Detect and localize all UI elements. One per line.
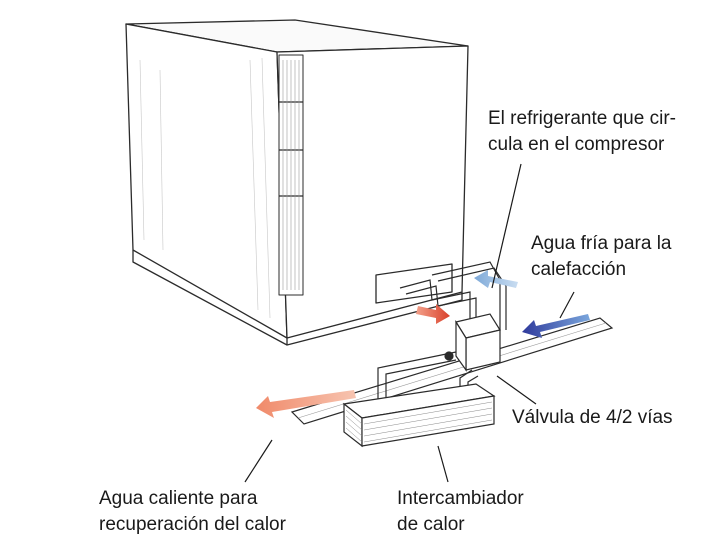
leader-valve	[496, 375, 537, 405]
compressor-outlet-arrow	[416, 304, 450, 324]
heat-exchanger-label-line-1: Intercambiador	[397, 488, 524, 509]
compressor-unit	[125, 19, 469, 346]
cold-water-label-line-1: Agua fría para la	[531, 233, 672, 254]
leader-exchanger	[437, 445, 449, 483]
cabinet-left-face	[125, 23, 288, 339]
refrigerant-label-line-1: El refrigerante que cir-	[488, 108, 676, 129]
valve-label: Válvula de 4/2 vías	[512, 405, 673, 431]
leader-lines	[244, 163, 575, 483]
four-way-valve	[444, 313, 501, 372]
hot-water-arrow	[256, 390, 356, 418]
refrigerant-label-line-2: cula en el compresor	[488, 134, 665, 155]
heat-exchanger-label: Intercambiador de calor	[397, 486, 524, 538]
refrigerant-inlet-arrow	[474, 270, 518, 288]
refrigerant-label: El refrigerante que cir- cula en el comp…	[488, 106, 676, 158]
cold-water-arrow	[522, 314, 590, 338]
leader-cold-water	[559, 291, 575, 319]
heat-exchanger	[342, 383, 496, 448]
heat-exchanger-label-line-2: de calor	[397, 514, 465, 535]
cold-water-label-line-2: calefacción	[531, 259, 627, 280]
valve-label-line-1: Válvula de 4/2 vías	[512, 407, 673, 428]
hot-water-label-line-2: recuperación del calor	[99, 514, 286, 535]
leader-hot-water	[244, 439, 273, 483]
cold-water-label: Agua fría para la calefacción	[531, 231, 671, 283]
leader-refrigerant	[491, 163, 522, 289]
hot-water-label-line-1: Agua caliente para	[99, 488, 258, 509]
hot-water-label: Agua caliente para recuperación del calo…	[99, 486, 286, 538]
service-panel	[375, 263, 453, 304]
